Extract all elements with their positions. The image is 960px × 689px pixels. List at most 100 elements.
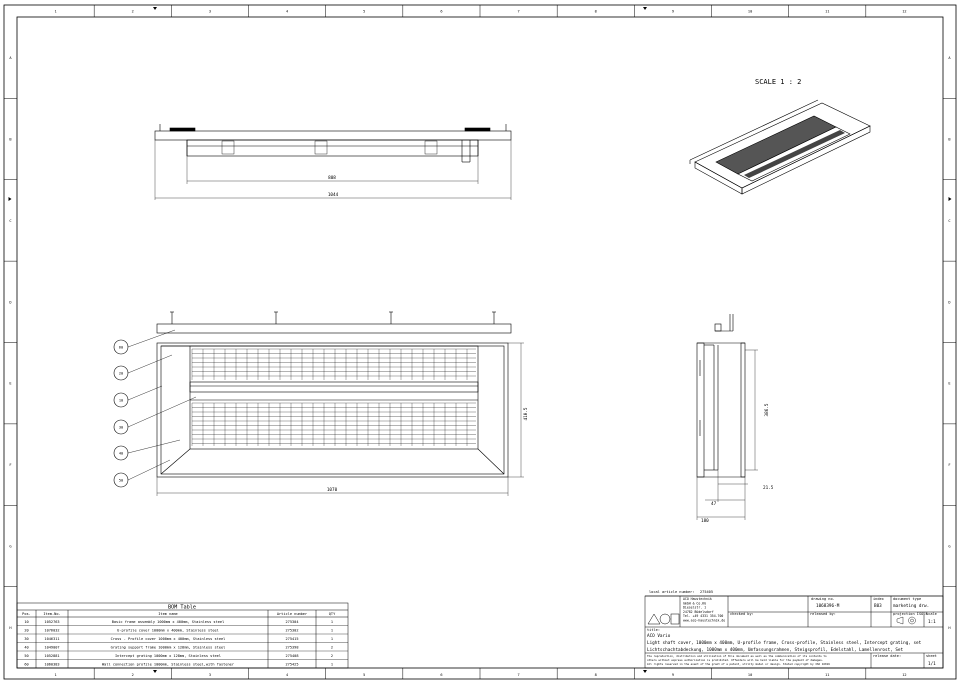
balloon-leader <box>127 396 197 428</box>
frame-col-label: 1 <box>54 673 56 677</box>
frame-row-label: E <box>9 382 11 386</box>
frame-row-label: G <box>9 544 11 548</box>
bom-header-cell: Pos. <box>22 612 31 616</box>
index-label: index <box>873 597 885 601</box>
balloon-circle <box>113 339 129 355</box>
legal-line2: others without express authorization is … <box>647 658 823 662</box>
bom-header-cell: Item-No. <box>43 612 60 616</box>
frame-row-label: B <box>948 138 950 142</box>
frame-col-label: 1 <box>54 10 56 14</box>
side-view <box>696 314 746 478</box>
frame-row-label: E <box>948 382 950 386</box>
balloon-label: 40 <box>119 452 123 456</box>
bom-cell: 2 <box>331 646 333 650</box>
bom-cell: 1 <box>331 663 333 667</box>
title-line3: Lichtschachtabdeckung, 1000mm x 400mm, U… <box>647 647 904 653</box>
balloon-circle <box>113 419 129 435</box>
frame-col-label: 10 <box>748 673 752 677</box>
frame-col-label: 8 <box>595 10 597 14</box>
bom-cell: 275304 <box>286 620 299 624</box>
company-line: ACO Haustechnik <box>683 597 712 601</box>
bom-cell: 1049007 <box>44 646 59 650</box>
scale-label: SCALE 1 : 2 <box>755 78 801 86</box>
dim-side-height: 386.5 <box>764 403 770 416</box>
frame-row-label: H <box>948 626 950 630</box>
frame-col-label: 7 <box>517 673 519 677</box>
frame-row-label: C <box>9 219 11 223</box>
bom-cell: 275425 <box>286 663 299 667</box>
grating-lamellas <box>191 348 476 446</box>
bom-header-cell: Item name <box>158 612 177 616</box>
side-dims <box>696 349 758 520</box>
local-article-label: local article number: <box>649 590 694 594</box>
bom-cell: Basic frame assembly 1000mm x 400mm, Sta… <box>112 620 225 624</box>
frame-col-label: 4 <box>286 10 288 14</box>
drawing-no-label: drawing no. <box>811 597 835 601</box>
balloon-circle <box>113 445 129 461</box>
frame-center-mark <box>643 7 647 10</box>
frame-col-label: 4 <box>286 673 288 677</box>
bom-cell: 20 <box>24 629 28 633</box>
balloon-label: 20 <box>119 372 123 376</box>
bom-cell: 2 <box>331 654 333 658</box>
aco-logo-icon <box>647 613 680 625</box>
bom-cell: Intercept grating 1000mm x 128mm, Stainl… <box>115 654 221 658</box>
frame-col-label: 8 <box>595 673 597 677</box>
release-date-label: release date: <box>873 654 901 658</box>
bom-cell: 1046311 <box>44 637 59 641</box>
top-view <box>154 124 512 200</box>
balloon-label: 30 <box>119 426 123 430</box>
legal-line1: The reproduction, distribution and utili… <box>647 654 827 658</box>
balloon-circle <box>113 365 129 381</box>
outer-frame <box>3 4 957 680</box>
frame-col-label: 11 <box>825 10 829 14</box>
balloon-circle <box>113 472 129 488</box>
bom-cell: 1052881 <box>44 654 59 658</box>
isometric-view <box>689 99 871 195</box>
sheet-label: sheet <box>926 654 937 658</box>
frame-col-label: 2 <box>132 673 134 677</box>
balloon-leader <box>127 354 173 374</box>
projection-icon <box>896 616 916 625</box>
balloon-leader <box>127 385 163 401</box>
legal-line3: All rights reserved in the event of the … <box>647 662 830 666</box>
balloon-leader <box>127 439 181 454</box>
dim-top-inner: 808 <box>328 175 336 181</box>
frame-row-label: C <box>948 219 950 223</box>
title-line1: ACO Vario <box>647 633 671 639</box>
bom-cell: 275408 <box>286 654 299 658</box>
frame-col-label: 9 <box>672 10 674 14</box>
bom-cell: 1 <box>331 629 333 633</box>
frame-row-label: D <box>9 300 11 304</box>
company-line: Tel. +49 4331 354-700 <box>683 614 723 618</box>
frame-row-label: G <box>948 544 950 548</box>
index-value: B03 <box>874 603 882 609</box>
bom-cell: 1052763 <box>44 620 59 624</box>
bom-cell: Grating support frame 1000mm x 128mm, St… <box>111 646 226 650</box>
bom-table <box>16 602 349 669</box>
doctype-value: marketing drw. <box>893 603 929 609</box>
bom-cell: 40 <box>24 646 28 650</box>
sheet-value: 1/1 <box>928 661 936 667</box>
bom-cell: Wall connection profile 1000mm, Stainles… <box>102 663 235 667</box>
frame-col-label: 12 <box>902 673 906 677</box>
company-line: 24782 Büdelsdorf <box>683 610 714 614</box>
frame-col-label: 5 <box>363 673 365 677</box>
projection-label: projection ISO-E <box>893 612 928 616</box>
balloon-leader <box>127 329 176 348</box>
frame-row-label: H <box>9 626 11 630</box>
bom-cell: 10 <box>24 620 28 624</box>
local-article-value: 275405 <box>700 590 713 594</box>
balloon-leader <box>127 459 171 481</box>
bom-cell: 60 <box>24 663 28 667</box>
frame-col-label: 11 <box>825 673 829 677</box>
frame-center-mark <box>153 670 157 673</box>
frame-col-label: 6 <box>440 10 442 14</box>
bom-cell: Cross - Profile cover 1000mm x 400mm, St… <box>111 637 226 641</box>
bom-header-cell: QTY <box>329 612 336 616</box>
title-label: title: <box>647 628 660 632</box>
bom-cell: 30 <box>24 637 28 641</box>
